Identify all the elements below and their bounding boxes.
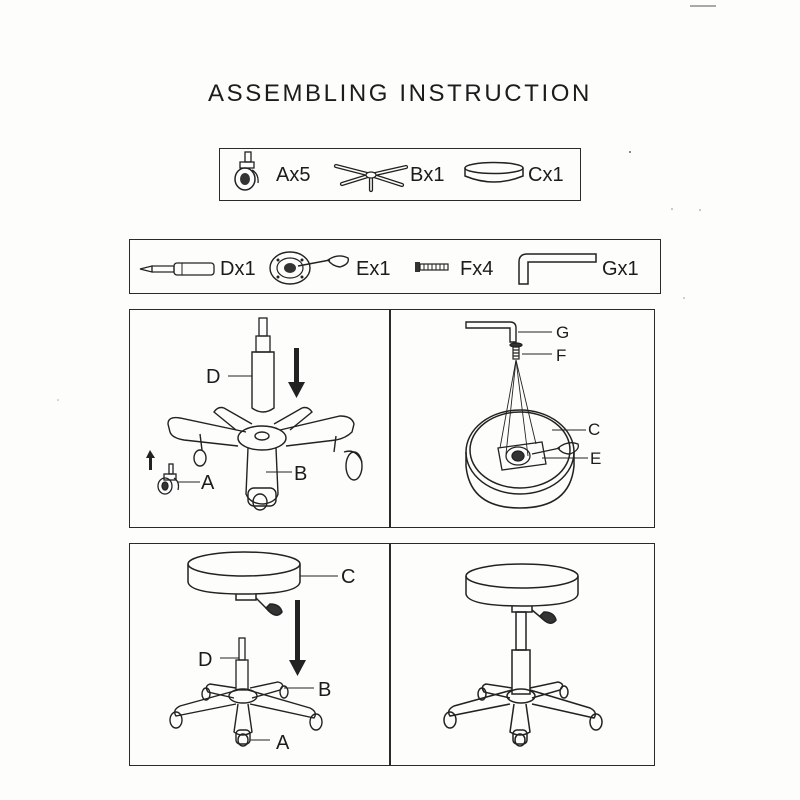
page-title: ASSEMBLING INSTRUCTION xyxy=(208,80,592,107)
step-1-label-d: D xyxy=(206,366,221,388)
step-1-label-a: A xyxy=(201,472,215,494)
part-d-count: Dx1 xyxy=(220,258,256,280)
base-drawing xyxy=(169,681,323,747)
parts-list-bottom xyxy=(129,239,661,294)
step-3-label-b: B xyxy=(318,679,332,701)
part-c-count: Cx1 xyxy=(528,164,564,186)
step-4-illustration xyxy=(443,563,603,747)
part-a-count: Ax5 xyxy=(276,164,311,186)
base-icon xyxy=(333,163,409,193)
assembled-stool-drawing xyxy=(443,563,603,747)
step-2-label-c: C xyxy=(588,420,601,439)
step-1-illustration xyxy=(146,317,363,511)
part-b-count: Bx1 xyxy=(410,164,445,186)
gas-lift-icon xyxy=(139,262,215,276)
step-3-label-d: D xyxy=(198,649,213,671)
arrow-up-icon xyxy=(146,450,155,470)
caster-icon xyxy=(234,151,259,191)
step-3-label-c: C xyxy=(341,566,356,588)
allen-key-icon xyxy=(518,253,597,285)
base-drawing xyxy=(167,406,363,511)
mechanism-drawing xyxy=(497,441,579,471)
screw-icon xyxy=(415,262,449,272)
mechanism-icon xyxy=(269,251,350,285)
step-3-illustration xyxy=(169,551,338,747)
step-3-label-a: A xyxy=(276,732,290,754)
step-2-label-f: F xyxy=(556,346,567,365)
screw-drawing xyxy=(509,342,523,360)
seat-drawing xyxy=(187,551,301,616)
allen-key-drawing xyxy=(465,321,517,343)
step-3-panel xyxy=(129,543,391,766)
step-2-panel xyxy=(389,309,655,528)
caster-drawing xyxy=(157,463,180,495)
step-4-panel xyxy=(389,543,655,766)
part-f-count: Fx4 xyxy=(460,258,494,280)
part-g-count: Gx1 xyxy=(602,258,639,280)
gas-lift-drawing xyxy=(235,637,249,691)
gas-lift-drawing xyxy=(251,317,275,413)
step-1-label-b: B xyxy=(294,463,308,485)
part-e-count: Ex1 xyxy=(356,258,391,280)
step-2-label-g: G xyxy=(556,323,570,342)
arrow-down-icon xyxy=(289,600,306,676)
parts-list-top xyxy=(219,148,581,201)
seat-icon xyxy=(464,161,524,183)
step-1-panel xyxy=(129,309,391,528)
step-2-illustration xyxy=(465,321,588,509)
step-2-label-e: E xyxy=(590,449,602,468)
arrow-down-icon xyxy=(288,348,305,398)
